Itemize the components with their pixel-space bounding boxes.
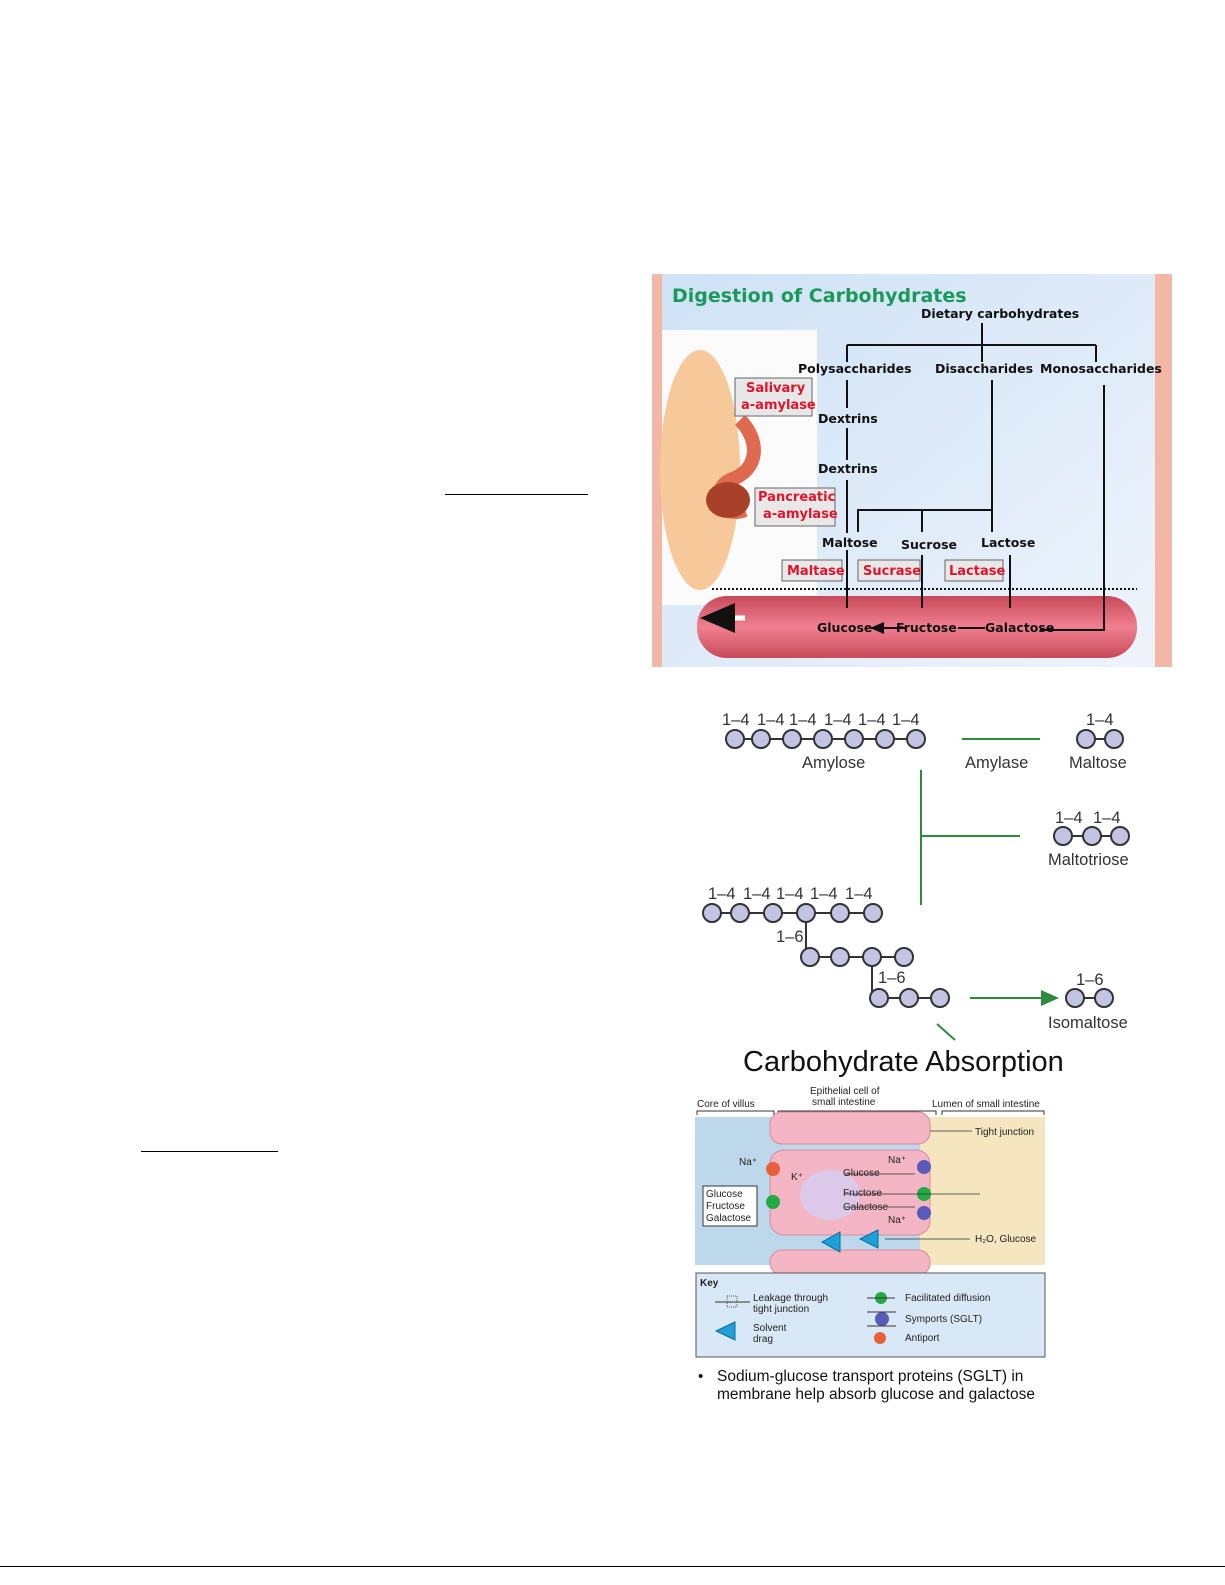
bond-label: 1–4 — [789, 711, 817, 729]
bond-label: 1–4 — [845, 885, 873, 903]
enzyme-label: a-amylase — [741, 398, 816, 413]
bond-label: 1–4 — [757, 711, 785, 729]
disaccharide-label: Maltose — [822, 535, 878, 550]
monosaccharide-label: Fructose — [706, 1201, 745, 1212]
blank-underline — [141, 1151, 278, 1152]
product-label: Glucose — [817, 620, 872, 635]
category-label: Disaccharides — [935, 361, 1033, 376]
product-label: Galactose — [985, 620, 1054, 635]
amylose-label: Amylose — [802, 754, 865, 772]
key-label: Solvent — [753, 1323, 787, 1334]
starch-digestion-figure: 1–4 1–4 1–4 1–4 1–4 1–4 Amylose Amylase … — [702, 711, 1130, 1041]
key-label: tight junction — [753, 1304, 809, 1315]
digestion-of-carbohydrates-figure: Digestion of Carbohydrates Dietary carbo… — [652, 274, 1172, 667]
category-label: Monosaccharides — [1040, 361, 1162, 376]
category-label: Polysaccharides — [798, 361, 912, 376]
disaccharide-label: Sucrose — [901, 537, 957, 552]
region-label: Core of villus — [697, 1099, 755, 1110]
enzyme-label: Lactase — [949, 564, 1005, 579]
bond-label: 1–6 — [776, 928, 804, 946]
key-label: drag — [753, 1334, 773, 1345]
region-label: Epithelial cell of — [810, 1086, 880, 1097]
figure-title: Digestion of Carbohydrates — [672, 285, 967, 307]
fructose-label: Fructose — [843, 1188, 882, 1199]
key-label: Leakage through — [753, 1293, 828, 1304]
bond-label: 1–4 — [1086, 711, 1114, 729]
bond-label: 1–4 — [776, 885, 804, 903]
potassium-label: K⁺ — [791, 1172, 803, 1183]
page-bottom-rule — [0, 1566, 1225, 1567]
disaccharide-label: Lactose — [981, 535, 1035, 550]
dextrins-label: Dextrins — [818, 461, 878, 476]
bond-label: 1–4 — [858, 711, 886, 729]
enzyme-label: Salivary — [746, 381, 806, 396]
region-label: small intestine — [812, 1097, 876, 1108]
bond-label: 1–6 — [878, 969, 906, 987]
glucose-label: Glucose — [843, 1168, 880, 1179]
bond-label: 1–4 — [810, 885, 838, 903]
bond-label: 1–6 — [1076, 971, 1104, 989]
key-label: Facilitated diffusion — [905, 1293, 990, 1304]
enzyme-label: Maltase — [787, 564, 845, 579]
carbohydrate-absorption-figure: Carbohydrate Absorption Core of villus E… — [695, 1046, 1064, 1403]
blank-underline — [445, 494, 588, 495]
bullet-text: Sodium-glucose transport proteins (SGLT)… — [717, 1368, 1023, 1385]
maltose-label: Maltose — [1069, 754, 1127, 772]
sodium-label: Na⁺ — [888, 1155, 906, 1166]
monosaccharide-label: Glucose — [706, 1189, 743, 1200]
product-label: Fructose — [896, 620, 957, 635]
dextrins-label: Dextrins — [818, 411, 878, 426]
monosaccharide-label: Galactose — [706, 1213, 751, 1224]
sodium-label: Na⁺ — [888, 1215, 906, 1226]
sodium-label: Na⁺ — [739, 1157, 757, 1168]
root-label: Dietary carbohydrates — [921, 306, 1079, 321]
amylase-label: Amylase — [965, 754, 1028, 772]
galactose-label: Galactose — [843, 1202, 888, 1213]
bond-label: 1–4 — [722, 711, 750, 729]
bond-label: 1–4 — [892, 711, 920, 729]
enzyme-label: a-amylase — [763, 507, 838, 522]
region-label: Lumen of small intestine — [932, 1099, 1040, 1110]
tight-junction-label: Tight junction — [975, 1127, 1034, 1138]
key-box — [695, 1272, 1046, 1358]
bond-label: 1–4 — [743, 885, 771, 903]
bond-label: 1–4 — [1093, 809, 1121, 827]
figure-title: Carbohydrate Absorption — [743, 1046, 1064, 1078]
human-body-illustration — [660, 350, 740, 590]
key-label: Antiport — [905, 1333, 940, 1344]
water-glucose-label: H₂O, Glucose — [975, 1234, 1037, 1245]
enzyme-label: Pancreatic — [758, 490, 835, 505]
key-label: Symports (SGLT) — [905, 1314, 982, 1325]
bond-label: 1–4 — [708, 885, 736, 903]
isomaltose-label: Isomaltose — [1048, 1014, 1128, 1032]
key-title: Key — [700, 1278, 719, 1289]
bullet-marker: • — [698, 1368, 703, 1385]
bond-label: 1–4 — [824, 711, 852, 729]
maltotriose-label: Maltotriose — [1048, 851, 1129, 869]
bullet-text: membrane help absorb glucose and galacto… — [717, 1386, 1035, 1403]
bond-label: 1–4 — [1055, 809, 1083, 827]
intestine-illustration — [697, 596, 1137, 658]
enzyme-label: Sucrase — [863, 564, 921, 579]
